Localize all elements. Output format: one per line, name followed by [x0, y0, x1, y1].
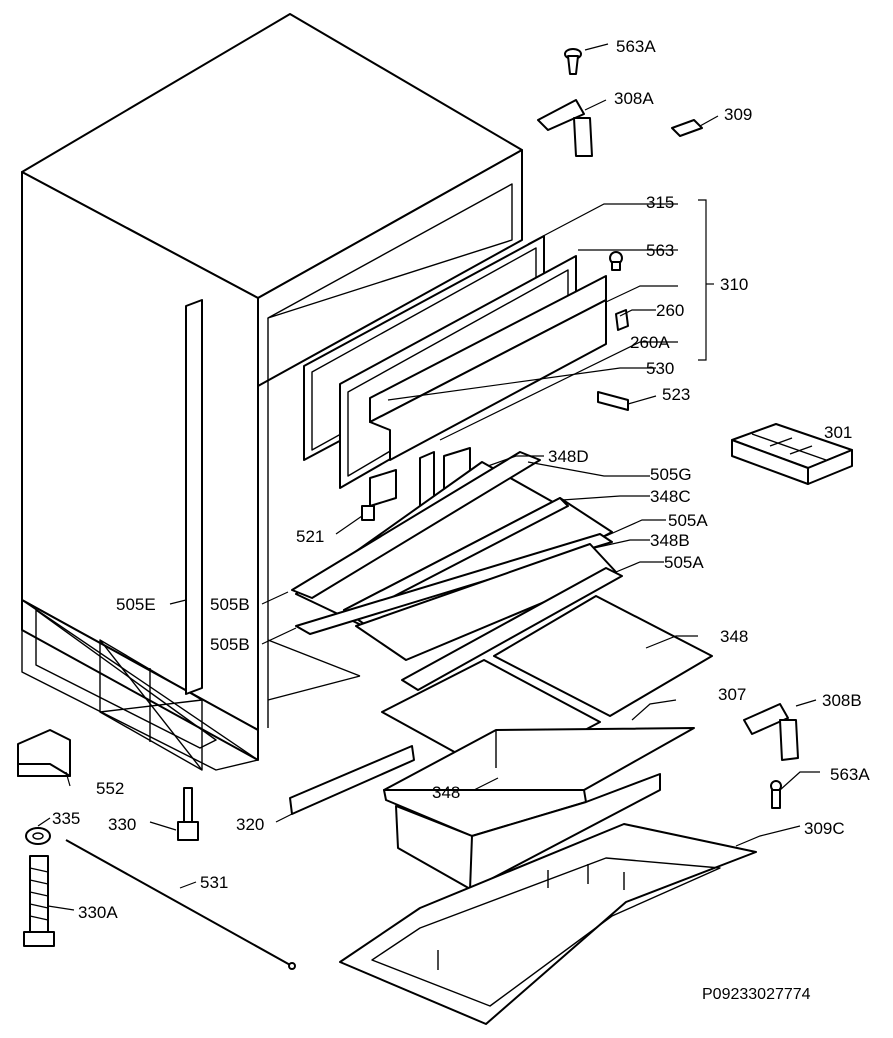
label-260A: 260A [630, 333, 670, 352]
label-308A: 308A [614, 89, 654, 108]
label-552: 552 [96, 779, 124, 798]
connector-552 [17, 729, 71, 777]
label-505E: 505E [116, 595, 156, 614]
base-tray-309C [339, 823, 757, 1025]
ice-tray-301 [731, 423, 853, 485]
hinge-308A [537, 99, 593, 157]
shelf-rail-505A [295, 533, 613, 635]
label-309: 309 [724, 105, 752, 124]
label-348C: 348C [650, 487, 691, 506]
screw-563 [609, 251, 623, 271]
glass-shelf-348 [493, 595, 713, 717]
label-301: 301 [824, 423, 852, 442]
label-505A-2: 505A [664, 553, 704, 572]
label-307: 307 [718, 685, 746, 704]
label-330: 330 [108, 815, 136, 834]
screw-563A-bottom [770, 780, 782, 809]
label-521: 521 [296, 527, 324, 546]
label-563A-top: 563A [616, 37, 656, 56]
shelf-rail-505A-lower [401, 567, 623, 691]
label-308B: 308B [822, 691, 862, 710]
label-505B-2: 505B [210, 635, 250, 654]
adjustable-foot-330A [23, 855, 55, 947]
clip-521 [361, 505, 375, 521]
label-505A-1: 505A [668, 511, 708, 530]
label-348B: 348B [650, 531, 690, 550]
rod-531 [65, 839, 296, 970]
pin-523 [597, 391, 629, 411]
label-310: 310 [720, 275, 748, 294]
label-531: 531 [200, 873, 228, 892]
foot-screw-330 [177, 787, 199, 841]
label-563: 563 [646, 241, 674, 260]
label-309 [671, 119, 703, 137]
door-panel-530 [369, 275, 607, 507]
shelf-rail-505G [291, 451, 541, 599]
nut-335 [25, 827, 51, 845]
label-260: 260 [656, 301, 684, 320]
label-320: 320 [236, 815, 264, 834]
label-315: 315 [646, 193, 674, 212]
cabinet-body [21, 13, 523, 771]
drawing-code: P09233027774 [702, 986, 811, 1003]
label-335: 335 [52, 809, 80, 828]
front-strip-320 [289, 745, 415, 815]
label-348D: 348D [548, 447, 589, 466]
label-505G: 505G [650, 465, 692, 484]
clip-260 [615, 309, 629, 331]
label-530: 530 [646, 359, 674, 378]
label-348-right: 348 [720, 627, 748, 646]
screw-563A-top [564, 48, 582, 75]
leader-lines [37, 43, 820, 911]
label-563A-bottom: 563A [830, 765, 870, 784]
drawer-307 [383, 727, 695, 891]
hinge-308B [743, 703, 799, 761]
label-523: 523 [662, 385, 690, 404]
label-309C: 309C [804, 819, 845, 838]
label-348-bottom: 348 [432, 783, 460, 802]
label-505B-1: 505B [210, 595, 250, 614]
door-rail-505E [185, 299, 203, 695]
label-330A: 330A [78, 903, 118, 922]
